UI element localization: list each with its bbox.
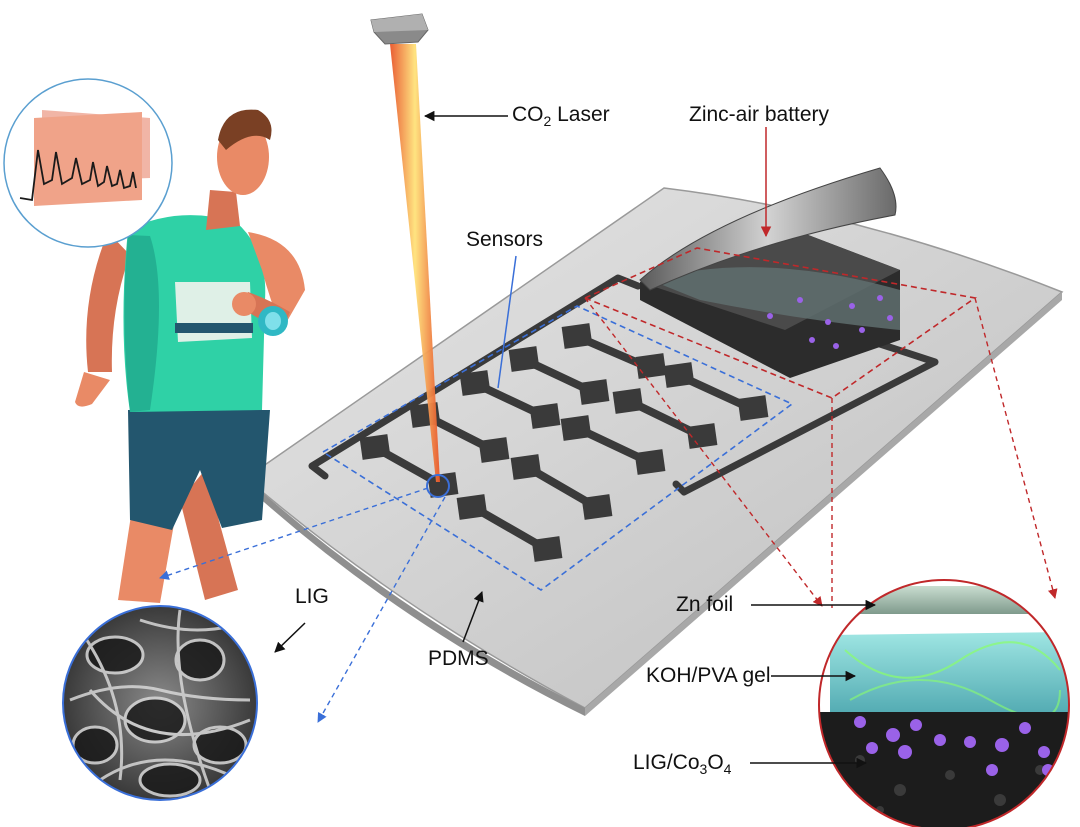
laser-head	[370, 13, 429, 45]
cathode-label-prefix: LIG/Co	[633, 751, 700, 774]
cathode-label: LIG/Co3O4	[633, 751, 731, 776]
gel-label: KOH/PVA gel	[646, 664, 771, 687]
battery-label: Zinc-air battery	[689, 103, 830, 126]
sensor	[560, 415, 666, 475]
sensor	[456, 494, 563, 562]
athlete-figure	[75, 109, 305, 603]
laser-label-suffix: Laser	[551, 103, 610, 126]
lig-zoom-lines	[159, 487, 446, 723]
sensor	[612, 388, 718, 449]
lig-sem-image	[62, 605, 258, 801]
pdms-pointer	[462, 591, 484, 643]
sensor	[510, 454, 613, 520]
lig-pointer	[274, 622, 306, 653]
sensors-region-outline	[321, 305, 794, 591]
sensor	[561, 323, 667, 379]
battery-zoom-lines	[584, 297, 1058, 608]
cathode-label-sub2: 4	[723, 761, 732, 777]
sensor	[663, 362, 769, 421]
catalyst-particles	[767, 295, 893, 349]
cathode-label-mid: O	[707, 751, 724, 774]
gel-layer	[830, 632, 1068, 718]
laser-beam	[390, 44, 440, 482]
laser-label: CO2 Laser	[512, 103, 610, 128]
lig-label: LIG	[295, 585, 329, 608]
co3o4-particles	[854, 716, 1054, 776]
smartwatch	[258, 306, 288, 336]
zn-foil-label: Zn foil	[676, 593, 734, 616]
cathode-label-sub1: 3	[699, 761, 708, 777]
pulse-waveform	[19, 149, 137, 202]
interconnect-traces	[308, 274, 939, 496]
leader-lines	[274, 110, 877, 769]
sensors-label: Sensors	[466, 228, 544, 251]
laser-label-subscript: 2	[543, 113, 552, 129]
lig-cathode-layer	[820, 712, 1069, 827]
sensor	[459, 370, 561, 429]
pdms-label: PDMS	[428, 647, 489, 670]
sensors-pointer	[497, 255, 517, 389]
laser-spot	[426, 474, 450, 498]
battery-cross-section	[818, 579, 1070, 827]
laser-label-prefix: CO	[512, 103, 544, 126]
sensor	[508, 346, 610, 405]
signal-inset	[3, 78, 173, 248]
zn-foil-layer	[820, 586, 1069, 614]
